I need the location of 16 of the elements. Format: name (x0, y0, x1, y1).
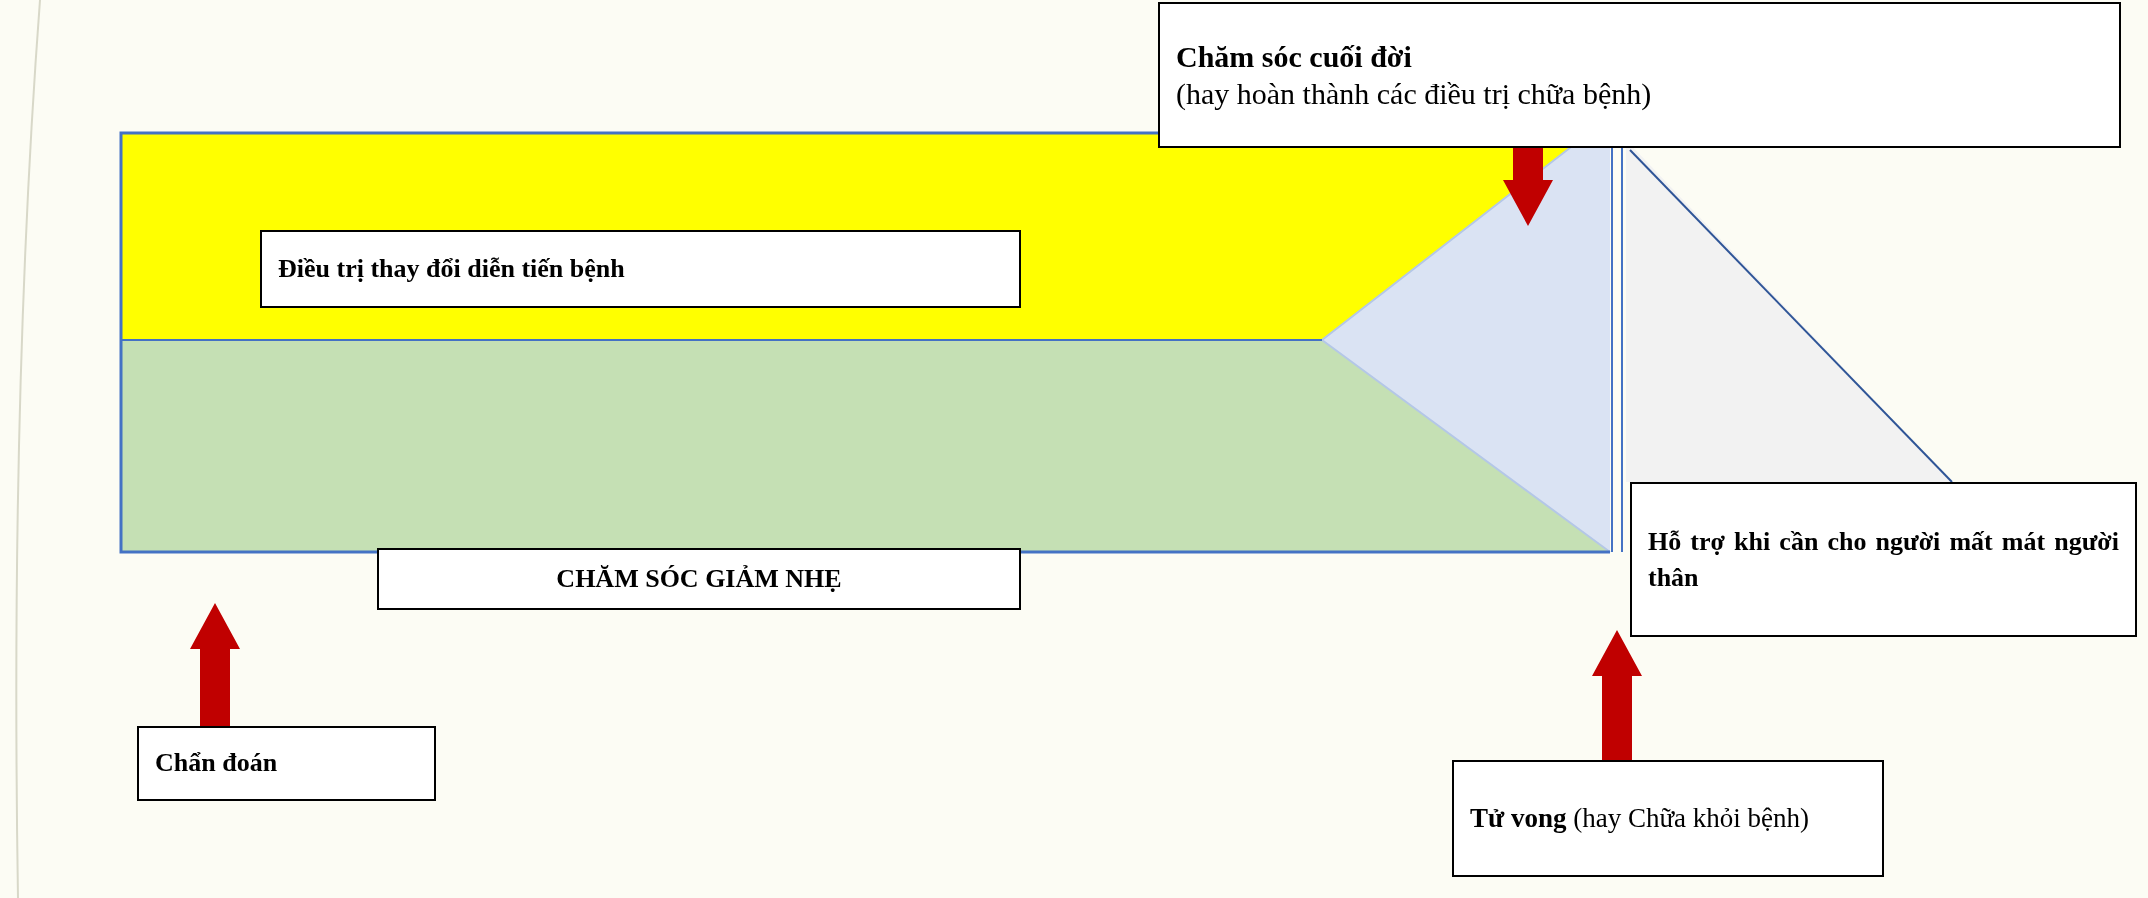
text-box (137, 726, 436, 801)
label-text: Hỗ trợ khi cần cho người mất mát người thân (1648, 525, 2119, 594)
label-text: Chẩn đoán (155, 747, 279, 780)
text-box (260, 230, 1021, 308)
text-box (377, 548, 1021, 610)
block-arrow (1592, 630, 1642, 760)
heading-text: Chăm sóc cuối đời (1176, 38, 1413, 75)
text-box (1630, 482, 2137, 637)
block-arrow (1503, 148, 1553, 226)
label-text: Điều trị thay đổi diễn tiến bệnh (278, 252, 626, 285)
text-box (1452, 760, 1884, 877)
label-text: CHĂM SÓC GIẢM NHẸ (556, 562, 842, 595)
subheading-text: (hay hoàn thành các điều trị chữa bệnh) (1176, 76, 1653, 112)
block-arrow (190, 603, 240, 726)
text-box (1158, 2, 2121, 148)
label-text: Tử vong (hay Chữa khỏi bệnh) (1470, 801, 1811, 835)
